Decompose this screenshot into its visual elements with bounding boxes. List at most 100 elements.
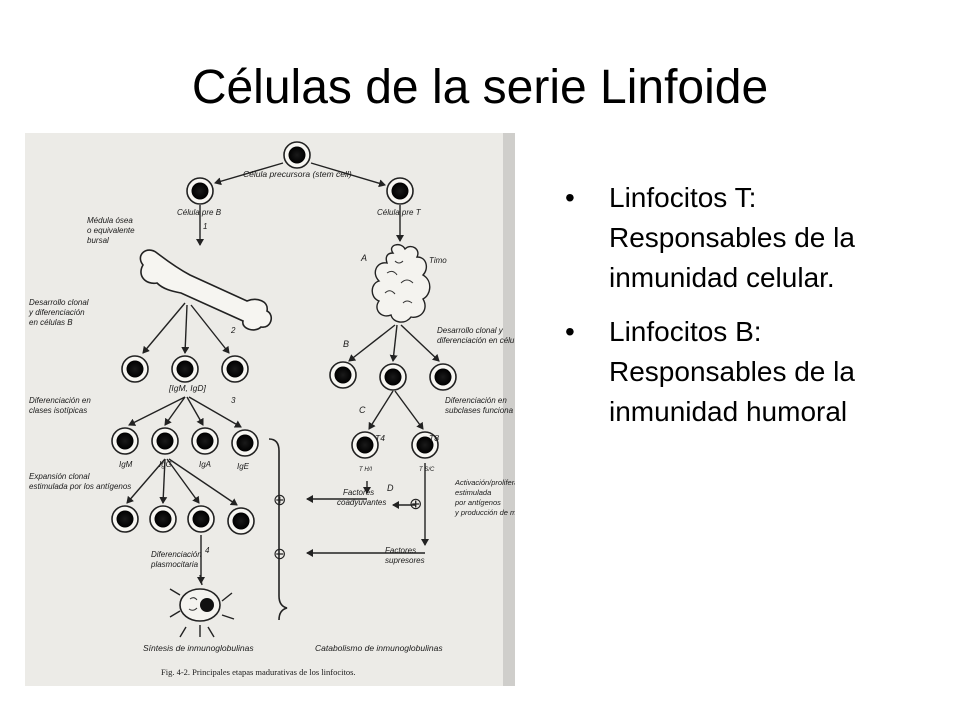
cell-stem [283,141,311,169]
arrow-b-to-igm [128,396,186,426]
label-pre-b: Célula pre B [177,208,222,217]
bullet-list: • Linfocitos T: Responsables de la inmun… [565,178,925,446]
arrow-t-to-t8 [394,390,424,430]
label-sup-1: Factores [385,546,416,555]
figure-page-edge [503,133,515,686]
label-tsc: T S/C [419,467,435,473]
cell-igg [151,427,179,455]
label-clonal-b-3: en células B [29,318,73,327]
cell-b-2 [171,355,199,383]
cell-exp-3 [187,505,215,533]
cell-iga [191,427,219,455]
label-igg: IgG [159,460,172,469]
cell-exp-2 [149,505,177,533]
cell-t-2 [379,363,407,391]
label-act-2: estimulada [455,488,491,497]
arrow-t-to-t4 [368,390,394,430]
label-exp-2: estimulada por los antígenos [29,482,131,491]
label-factores-1: Factores [343,488,374,497]
cell-igm [111,427,139,455]
label-sintesis: Síntesis de inmunoglobulinas [143,643,254,653]
label-medula-3: bursal [87,236,109,245]
arrow-b-to-iga [186,396,204,426]
label-igm-igd: [IgM, IgD] [168,383,206,393]
cell-pre-t [386,177,414,205]
label-step3: 3 [231,396,236,405]
labels-group: Célula precursora (stem cell) Célula pre … [28,169,515,677]
cells-group [111,141,457,535]
label-act-4: y producción de media [454,508,515,517]
cell-exp-1 [111,505,139,533]
label-exp-1: Expansión clonal [29,472,90,481]
arrow-stem-to-pre-b [214,162,284,186]
bullet-item-b-lymphocytes: • Linfocitos B: Responsables de la inmun… [565,312,925,432]
grouping-brace [268,438,288,621]
label-act-1: Activación/proliferación [454,478,515,487]
label-stage-a: A [360,253,367,263]
bone-shape [139,249,273,331]
label-dif-plas-1: Diferenciación [151,550,202,559]
label-pre-t: Célula pre T [377,208,422,217]
label-factores-2: coadyuvantes [337,498,386,507]
cell-t8 [411,431,439,459]
label-stage-d: D [387,483,394,493]
label-t4: T4 [375,433,385,443]
arrow-bone-to-b-1 [142,302,186,354]
label-stage-c: C [359,405,366,415]
cell-b-1 [121,355,149,383]
lymphocyte-maturation-figure: Célula precursora (stem cell) Célula pre … [25,133,515,686]
label-medula-1: Médula ósea [87,216,133,225]
bullet-marker: • [565,182,575,213]
bullet-text: Linfocitos T: Responsables de la inmunid… [609,182,855,293]
label-th: T H/I [359,467,372,473]
figure-caption: Fig. 4-2. Principales etapas madurativas… [161,667,356,677]
label-clonal-t-1: Desarrollo clonal y [437,326,504,335]
arrow-igg-to-exp-4 [168,458,238,506]
label-dif-iso-2: clases isotípicas [29,406,87,415]
cell-pre-b [186,177,214,205]
label-iga: IgA [199,460,211,469]
label-clonal-b-2: y diferenciación [28,308,85,317]
arrow-b-to-ige [188,396,242,428]
label-medula-2: o equivalente [87,226,135,235]
slide-title: Células de la serie Linfoide [191,61,769,114]
plus-sign-1: ⊕ [409,496,422,513]
bullet-marker: • [565,316,575,347]
label-dif-sub-1: Diferenciación en [445,396,507,405]
label-clonal-b-1: Desarrollo clonal [29,298,89,307]
label-act-3: por antígenos [454,498,501,507]
label-igm: IgM [119,460,133,469]
label-catabolismo: Catabolismo de inmunoglobulinas [315,643,443,653]
plasma-cell [169,574,235,638]
arrow-bone-to-b-2 [181,304,190,354]
arrow-bone-to-b-3 [190,304,230,354]
arrow-igg-to-exp-1 [126,458,166,504]
arrow-b-to-igg [164,396,186,426]
label-clonal-t-2: diferenciación en célu [437,336,515,345]
thymus-shape [371,243,431,323]
bullet-text: Linfocitos B: Responsables de la inmunid… [609,316,855,427]
label-dif-sub-2: subclases funciona [445,406,514,415]
figure-paper [25,133,515,686]
cell-exp-4 [227,507,255,535]
cell-ige [231,429,259,457]
label-stem: Célula precursora (stem cell) [243,169,352,179]
label-step4: 4 [205,546,210,555]
cell-t-3 [429,363,457,391]
cell-b-3 [221,355,249,383]
label-step2: 2 [230,326,236,335]
label-ige: IgE [237,462,250,471]
label-step1: 1 [203,222,207,231]
arrow-thymus-to-t-3 [400,324,440,362]
label-sup-2: supresores [385,556,425,565]
arrows-group [126,162,440,584]
arrow-igg-to-exp-2 [159,458,168,504]
label-dif-iso-1: Diferenciación en [29,396,91,405]
cell-t-1 [329,361,357,389]
bullet-item-t-lymphocytes: • Linfocitos T: Responsables de la inmun… [565,178,925,298]
cell-t4 [351,431,379,459]
arrow-igg-to-exp-3 [166,458,200,504]
arrow-thymus-to-t-1 [348,324,396,362]
arrow-stem-to-pre-t [310,162,386,188]
arrow-thymus-to-t-2 [389,324,398,362]
